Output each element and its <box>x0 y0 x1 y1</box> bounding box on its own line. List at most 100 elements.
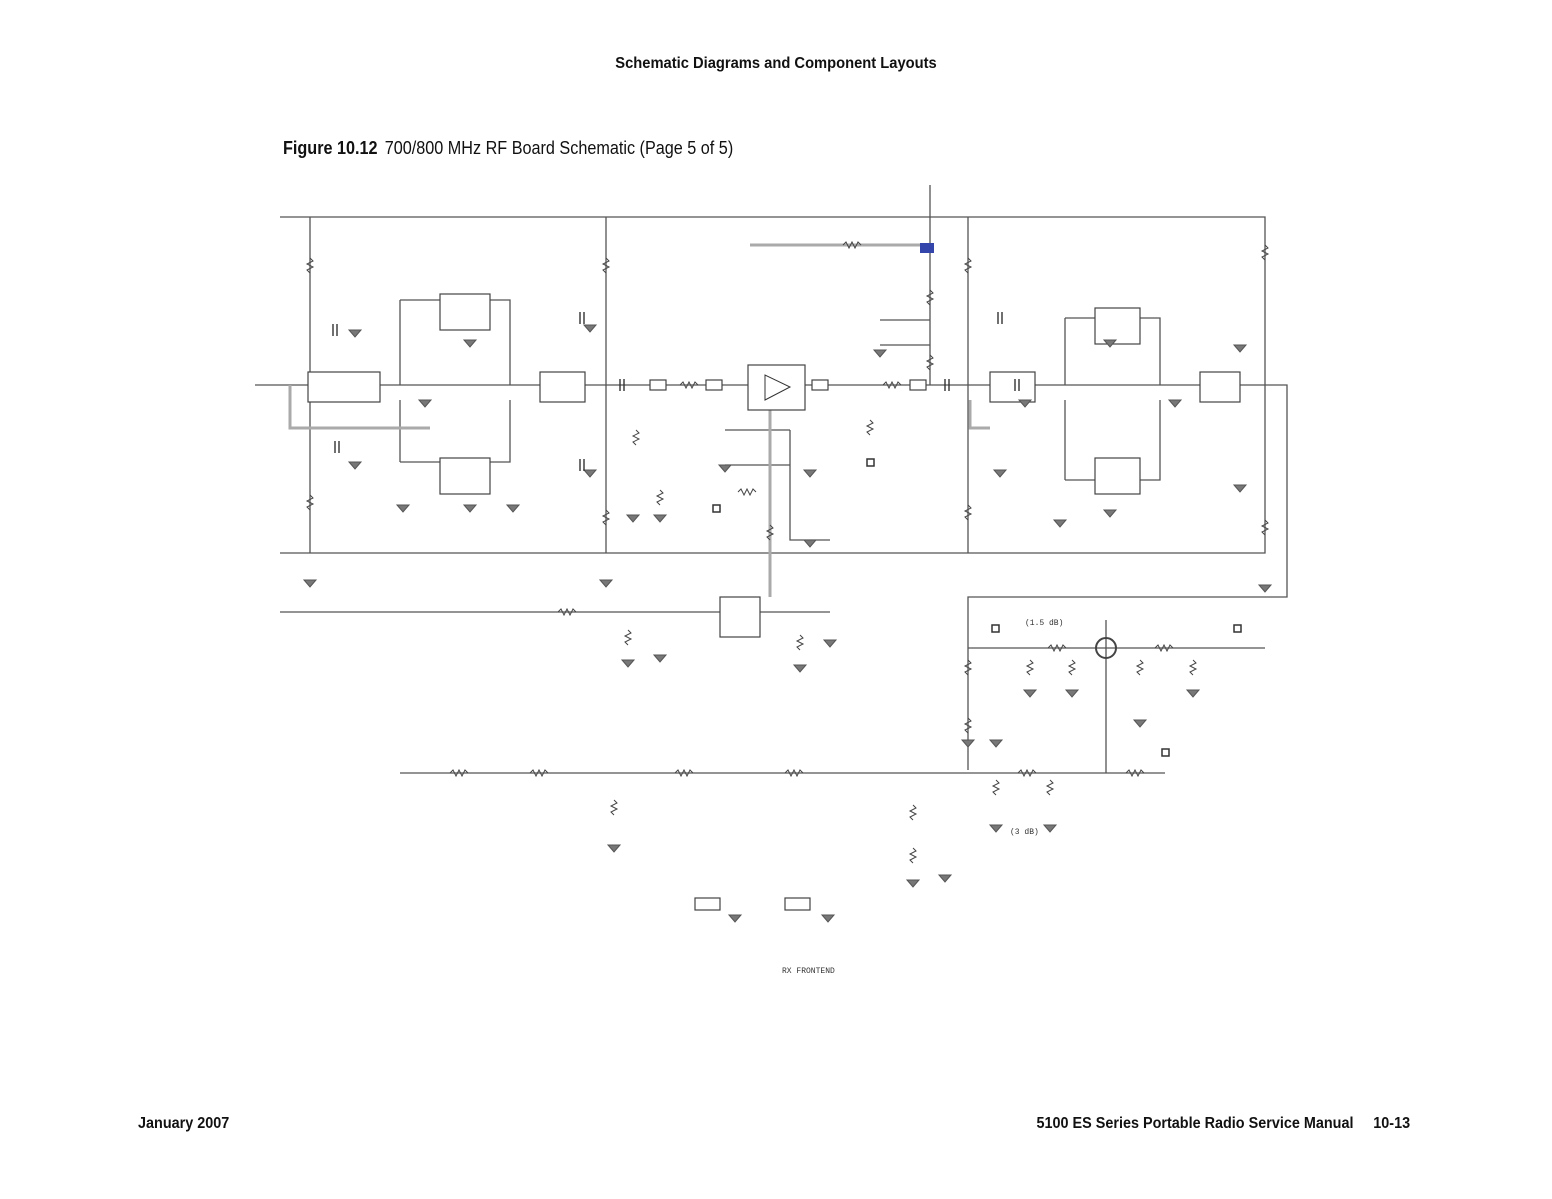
filter-fl4 <box>1094 457 1141 495</box>
ic-u10 <box>1199 371 1241 403</box>
footer-right: 5100 ES Series Portable Radio Service Ma… <box>1036 1115 1410 1133</box>
resistor <box>1047 643 1067 653</box>
ground-symbol <box>1102 339 1118 348</box>
resistor <box>674 768 694 778</box>
filter-fl2 <box>439 457 491 495</box>
ground-symbol <box>802 539 818 548</box>
ic-u7 <box>307 371 381 403</box>
page-number: 10-13 <box>1373 1115 1410 1132</box>
test-point <box>712 504 721 513</box>
ground-symbol <box>302 579 318 588</box>
amplifier-symbol <box>764 374 792 401</box>
figure-number: Figure 10.12 <box>283 138 378 158</box>
filter-fl3 <box>1094 307 1141 345</box>
ground-symbol <box>1017 399 1033 408</box>
resistor <box>609 799 619 816</box>
resistor <box>1017 768 1037 778</box>
ground-symbol <box>1185 689 1201 698</box>
capacitor <box>332 324 338 336</box>
ground-symbol <box>802 469 818 478</box>
resistor <box>795 634 805 651</box>
wire <box>255 384 1288 770</box>
shield-2 <box>784 897 811 911</box>
resistor <box>1067 659 1077 676</box>
ground-symbol <box>1022 689 1038 698</box>
resistor <box>925 354 935 371</box>
resistor <box>529 768 549 778</box>
footer-date: January 2007 <box>138 1115 230 1132</box>
ground-symbol <box>1064 689 1080 698</box>
ground-symbol <box>582 324 598 333</box>
highlighted-net <box>968 400 990 430</box>
ground-symbol <box>872 349 888 358</box>
resistor <box>908 804 918 821</box>
resistor <box>963 717 973 734</box>
ground-symbol <box>1232 344 1248 353</box>
ground-symbol <box>625 514 641 523</box>
capacitor <box>579 312 585 324</box>
wire <box>1140 400 1161 481</box>
ic-u9 <box>989 371 1036 403</box>
ground-symbol <box>992 469 1008 478</box>
ic-u8 <box>539 371 586 403</box>
ground-symbol <box>1167 399 1183 408</box>
resistor <box>1045 779 1055 796</box>
ground-symbol <box>395 504 411 513</box>
resistor <box>1135 659 1145 676</box>
capacitor <box>944 379 950 391</box>
resistor <box>601 257 611 274</box>
resistor <box>679 380 699 390</box>
resistor <box>765 524 775 541</box>
resistor <box>865 419 875 436</box>
ferrite-3 <box>811 379 829 391</box>
ground-symbol <box>1257 584 1273 593</box>
ic-u11 <box>719 596 761 638</box>
capacitor <box>1014 379 1020 391</box>
wire <box>789 430 830 541</box>
test-point <box>1233 624 1242 633</box>
capacitor <box>579 459 585 471</box>
ground-symbol <box>717 464 733 473</box>
resistor <box>1154 643 1174 653</box>
test-point <box>1161 748 1170 757</box>
ground-symbol <box>727 914 743 923</box>
ground-symbol <box>988 739 1004 748</box>
resistor <box>1260 244 1270 261</box>
highlighted-net <box>288 385 430 430</box>
shield-1 <box>694 897 721 911</box>
attenuator-label-1: (1.5 dB) <box>1025 619 1063 628</box>
ground-symbol <box>606 844 622 853</box>
ground-symbol <box>417 399 433 408</box>
resistor <box>623 629 633 646</box>
ground-symbol <box>582 469 598 478</box>
transistor-q1 <box>920 243 934 253</box>
attenuator-label-2: (3 dB) <box>1010 828 1039 837</box>
ferrite-4 <box>909 379 927 391</box>
ground-symbol <box>652 654 668 663</box>
wire <box>1140 317 1161 385</box>
test-point <box>991 624 1000 633</box>
resistor <box>882 380 902 390</box>
resistor <box>963 659 973 676</box>
block-label: RX FRONTEND <box>782 967 835 976</box>
resistor <box>557 607 577 617</box>
ground-symbol <box>347 461 363 470</box>
resistor <box>737 487 757 497</box>
resistor <box>449 768 469 778</box>
ground-symbol <box>1232 484 1248 493</box>
resistor <box>601 509 611 526</box>
resistor <box>963 504 973 521</box>
rf-switch <box>1095 637 1117 659</box>
filter-fl1 <box>439 293 491 331</box>
resistor <box>631 429 641 446</box>
ground-symbol <box>652 514 668 523</box>
ground-symbol <box>1042 824 1058 833</box>
resistor <box>908 847 918 864</box>
footer-manual-title: 5100 ES Series Portable Radio Service Ma… <box>1036 1115 1354 1132</box>
resistor <box>1188 659 1198 676</box>
resistor <box>305 494 315 511</box>
ferrite-2 <box>705 379 723 391</box>
resistor <box>991 779 1001 796</box>
